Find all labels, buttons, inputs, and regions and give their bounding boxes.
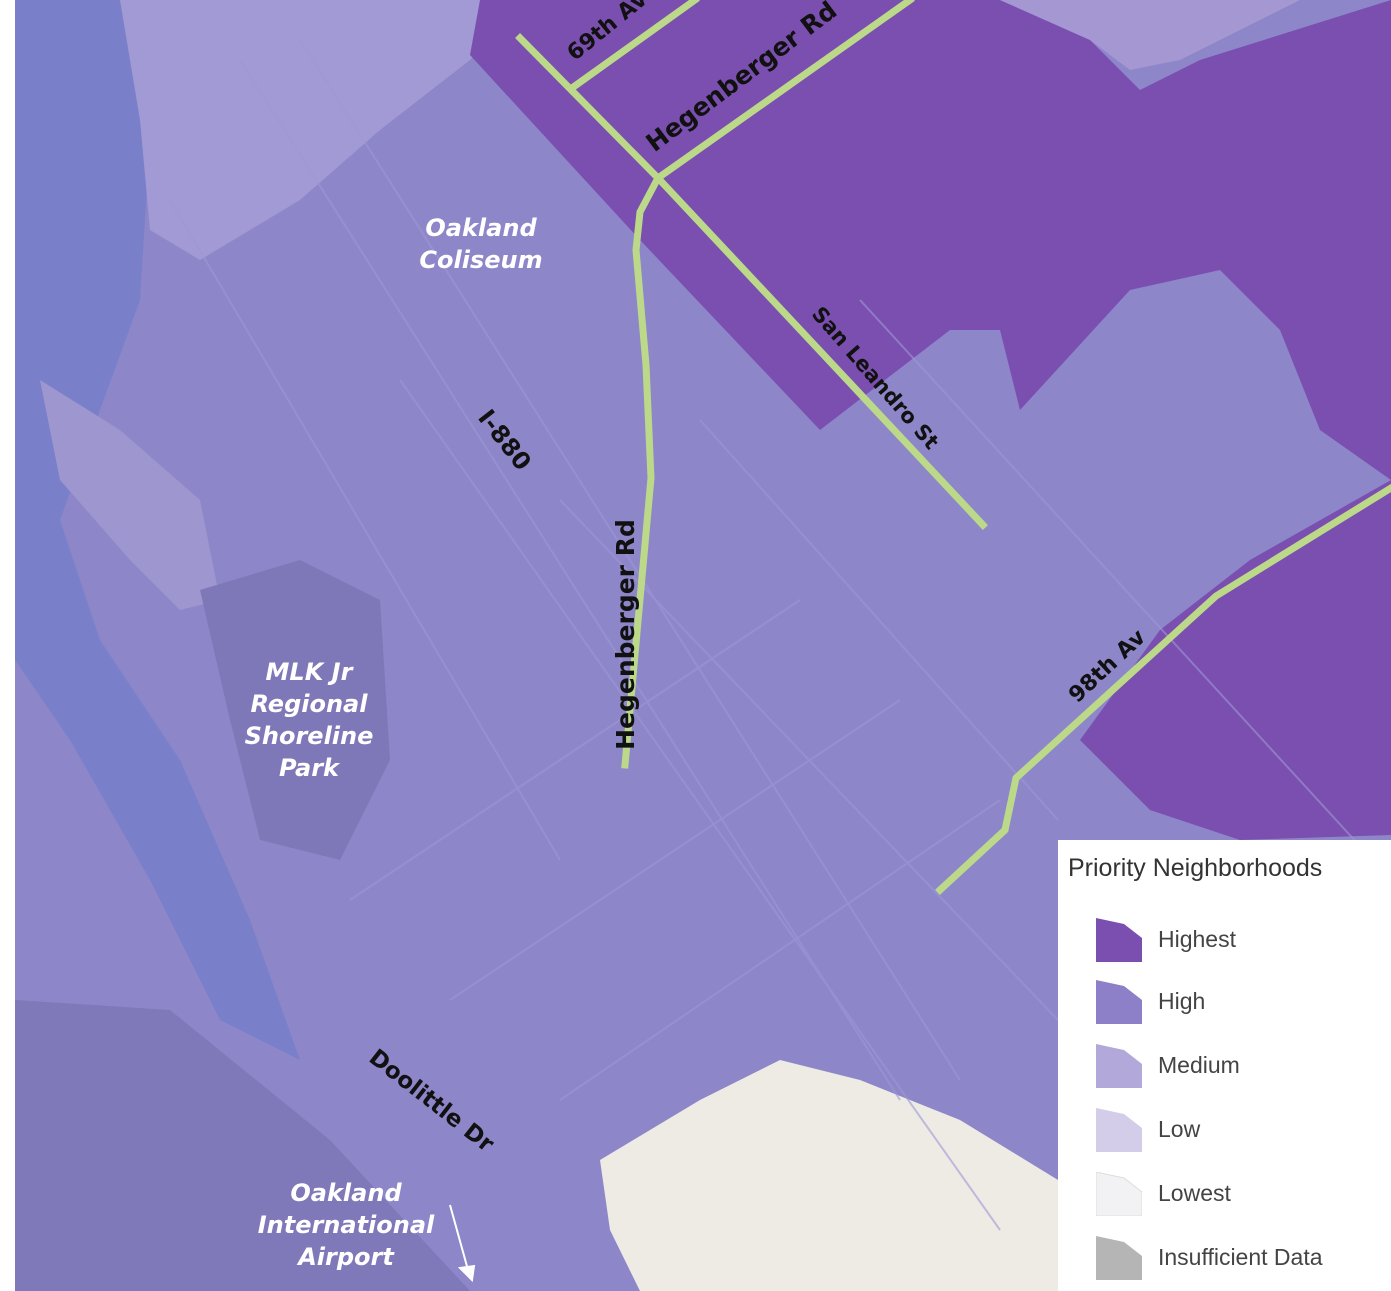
medium-priority-area xyxy=(120,0,520,260)
legend-swatch-highest xyxy=(1096,918,1142,962)
legend-item-medium: Medium xyxy=(1096,1044,1386,1088)
shoreline-line-2: Regional xyxy=(250,690,368,718)
arrowhead-marsh xyxy=(40,380,220,610)
legend-item-high: High xyxy=(1096,980,1386,1024)
legend-label-insufficient-data: Insufficient Data xyxy=(1158,1244,1323,1270)
shoreline-line-4: Park xyxy=(278,754,340,782)
label-oakland-airport: Oakland International Airport xyxy=(246,1177,446,1273)
legend-label-low: Low xyxy=(1158,1116,1201,1142)
coliseum-line-1: Oakland xyxy=(425,214,537,242)
san-leandro-bay xyxy=(15,0,300,1060)
street-grid xyxy=(169,39,1391,1231)
map-legend: Priority Neighborhoods Highest High Medi… xyxy=(1058,840,1391,1291)
legend-swatch-shape xyxy=(1096,980,1142,1024)
legend-label-high: High xyxy=(1158,988,1206,1014)
legend-swatch-shape xyxy=(1096,1172,1142,1216)
legend-label-lowest: Lowest xyxy=(1158,1180,1231,1206)
road-hegenberger-north xyxy=(653,0,915,183)
legend-title: Priority Neighborhoods xyxy=(1068,854,1323,882)
coliseum-line-2: Coliseum xyxy=(419,246,543,274)
legend-swatch-medium xyxy=(1096,1044,1142,1088)
legend-swatch-high xyxy=(1096,980,1142,1024)
shoreline-line-1: MLK Jr xyxy=(265,658,353,686)
label-hegenberger-south: Hegenberger Rd xyxy=(611,519,640,750)
highlighted-roads xyxy=(515,0,1391,895)
highest-priority-area xyxy=(470,0,1391,480)
road-98th-av xyxy=(935,483,1391,895)
legend-item-insufficient-data: Insufficient Data xyxy=(1096,1236,1386,1280)
lowest-priority-area xyxy=(600,1060,1058,1291)
legend-swatch-shape xyxy=(1096,918,1142,962)
shoreline-park-area xyxy=(200,560,390,860)
legend-item-highest: Highest xyxy=(1096,918,1386,962)
legend-swatch-insufficient xyxy=(1096,1236,1142,1280)
label-oakland-coliseum: Oakland Coliseum xyxy=(406,212,556,276)
legend-item-lowest: Lowest xyxy=(1096,1172,1386,1216)
legend-label-medium: Medium xyxy=(1158,1052,1240,1078)
legend-swatch-shape xyxy=(1096,1044,1142,1088)
road-69th-av xyxy=(567,0,700,93)
legend-swatch-shape xyxy=(1096,1108,1142,1152)
low-priority-area xyxy=(1000,0,1300,70)
road-hegenberger-south xyxy=(621,173,663,769)
legend-swatch-shape xyxy=(1096,1236,1142,1280)
shoreline-line-3: Shoreline xyxy=(244,722,374,750)
bay-water xyxy=(15,1000,470,1291)
arrow-icon xyxy=(449,1204,476,1283)
legend-item-low: Low xyxy=(1096,1108,1386,1152)
label-shoreline-park: MLK Jr Regional Shoreline Park xyxy=(234,656,384,784)
legend-swatch-lowest xyxy=(1096,1172,1142,1216)
airport-line-1: Oakland xyxy=(290,1179,402,1207)
airport-line-2: International xyxy=(257,1211,435,1239)
label-hegenberger-south-text: Hegenberger Rd xyxy=(610,519,640,750)
legend-swatch-low xyxy=(1096,1108,1142,1152)
legend-label-highest: Highest xyxy=(1158,926,1236,952)
highest-priority-area-se xyxy=(1080,480,1391,840)
airport-line-3: Airport xyxy=(298,1243,394,1271)
